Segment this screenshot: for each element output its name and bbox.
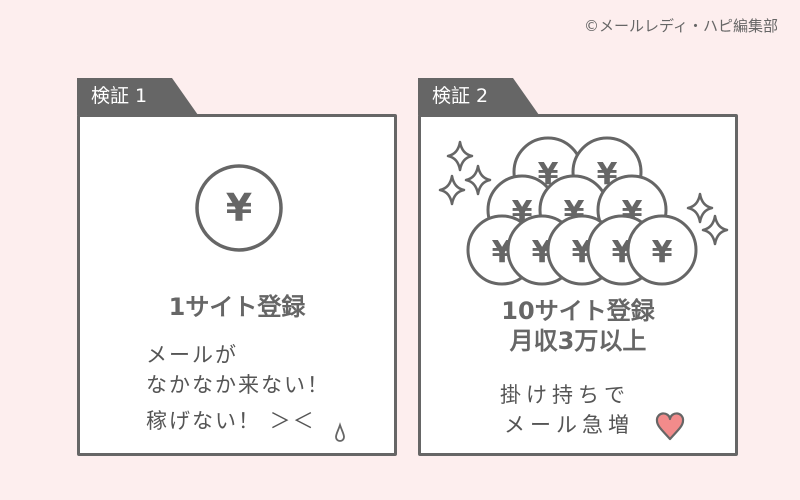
heart-icon <box>655 412 685 441</box>
panel-2-title-line: 10サイト登録 <box>501 297 655 325</box>
panel-1-note-line: 稼げない！ ＞＜ <box>146 409 316 433</box>
panel-2-title-line: 月収3万以上 <box>509 327 647 355</box>
panel-2-note-line: メール急増 <box>504 413 634 437</box>
panel-1 <box>77 114 397 456</box>
single-coin-icon: ¥ <box>195 164 283 252</box>
panel-2-note-line: 掛け持ちで <box>500 383 630 407</box>
panel-1-note-line: なかなか来ない！ <box>146 373 330 397</box>
panel-2-tab: 検証 2 <box>418 78 539 115</box>
credit-text: ©メールレディ・ハピ編集部 <box>584 17 778 35</box>
panel-1-tab: 検証 1 <box>77 78 198 115</box>
tear-drop-icon <box>335 422 345 442</box>
panel-1-note-line: メールが <box>146 343 238 367</box>
svg-text:¥: ¥ <box>226 186 252 230</box>
panel-2-notes: 掛け持ちで メール急増 <box>500 380 634 440</box>
panel-2-title: 10サイト登録 月収3万以上 <box>418 296 738 356</box>
panel-1-title: 1サイト登録 <box>168 293 306 321</box>
panel-1-notes: メールが なかなか来ない！ 稼げない！ ＞＜ <box>146 340 330 436</box>
panel-2-tab-label: 検証 2 <box>432 85 489 107</box>
panel-1-tab-label: 検証 1 <box>91 85 148 107</box>
